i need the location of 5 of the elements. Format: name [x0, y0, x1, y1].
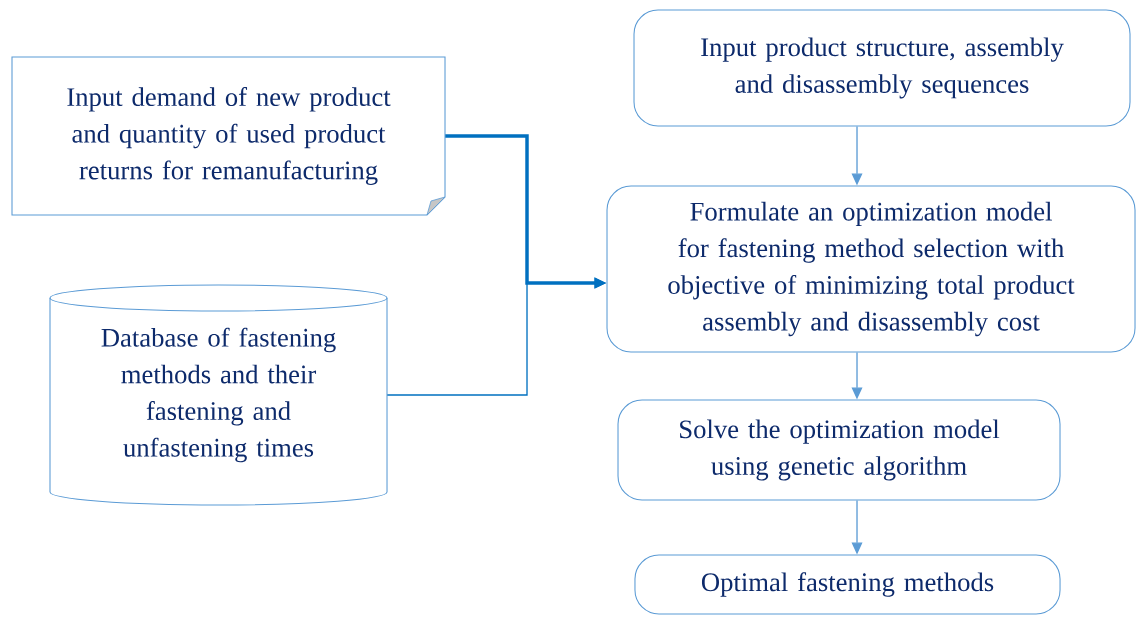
process-box: Optimal fastening methods	[634, 554, 1061, 615]
process-box: Formulate an optimization model for fastening method selection with objective of minimizing total product assembly and disassembly cost	[606, 185, 1136, 353]
process-box: Solve the optimization model using genetic algorithm	[617, 399, 1061, 501]
database-cylinder: Database of fastening methods and their fastening and unfastening times	[49, 284, 388, 506]
process-box: Input product structure, assembly and disassembly sequences	[633, 9, 1131, 127]
